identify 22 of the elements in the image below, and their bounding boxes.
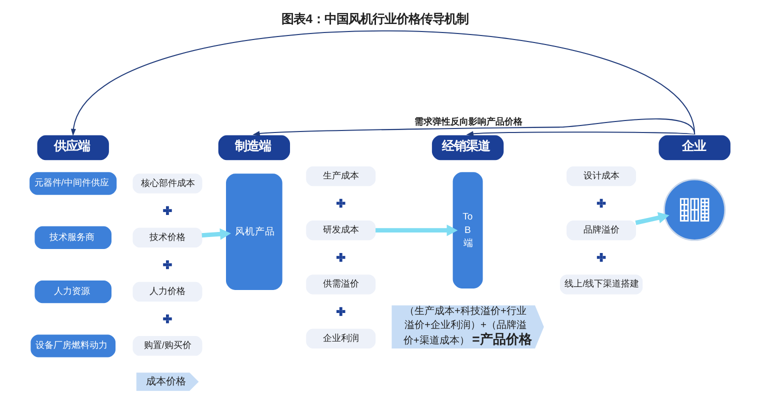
node-box: 风机产品: [226, 174, 282, 290]
node-box: 人力资源: [34, 280, 112, 304]
node-box: 企业: [658, 135, 730, 160]
arrow: [376, 224, 458, 236]
node-box: 制造端: [218, 135, 290, 160]
arrow: [252, 118, 696, 136]
arrow: [466, 131, 695, 136]
arrow: [202, 228, 231, 240]
node-box: 品牌溢价: [566, 220, 636, 240]
node-box: 元器件/中间件供应: [30, 172, 117, 195]
node-box: 经销渠道: [432, 135, 504, 160]
node-box: 技术服务商: [34, 226, 112, 249]
node-box: 技术价格: [132, 228, 202, 248]
node-box: To B端: [452, 172, 483, 288]
node-picture: [664, 178, 726, 241]
diagram-title: 图表4：中国风机行业价格传导机制: [282, 12, 469, 26]
node-box: 研发成本: [306, 220, 376, 240]
arrow: [635, 212, 670, 225]
edge-label: 需求弹性反向影响产品价格: [414, 116, 523, 127]
arrow: [70, 30, 696, 136]
node-box: 供应端: [37, 135, 109, 160]
node-box: 设备厂房燃料动力: [30, 334, 116, 358]
